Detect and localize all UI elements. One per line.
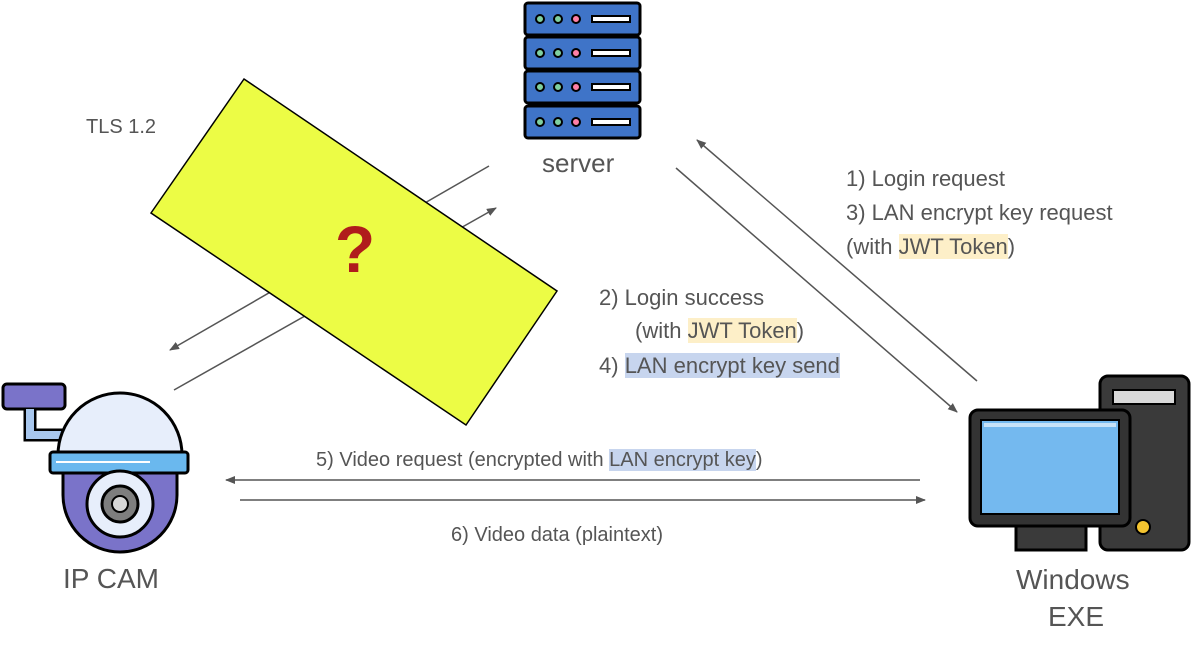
question-mark: ?	[335, 212, 375, 286]
message-4-key-send: 4) LAN encrypt key send	[599, 353, 840, 379]
lan-key-highlight: LAN encrypt key send	[624, 353, 840, 378]
message-3-open: (with	[846, 234, 899, 259]
lan-key-highlight: LAN encrypt key	[609, 449, 756, 471]
jwt-token-highlight: JWT Token	[898, 234, 1008, 259]
arrow-windows-to-server	[696, 139, 978, 382]
message-3-key-request: 3) LAN encrypt key request	[846, 200, 1113, 225]
arrow-server-to-windows	[675, 167, 958, 413]
message-6-video-data: 6) Video data (plaintext)	[451, 524, 663, 546]
server-label: server	[542, 148, 615, 178]
ipcam-label: IP CAM	[63, 563, 159, 594]
message-2-token-line: (with JWT Token)	[635, 318, 804, 344]
message-5-video-request: 5) Video request (encrypted with LAN enc…	[316, 449, 763, 472]
windows-computer-icon	[968, 374, 1191, 552]
message-4-prefix: 4)	[599, 353, 625, 378]
message-3-close: )	[1007, 234, 1016, 259]
jwt-token-highlight: JWT Token	[687, 318, 797, 343]
tls-label: TLS 1.2	[86, 116, 157, 138]
message-5-close: )	[755, 449, 763, 471]
message-3-token-line: (with JWT Token)	[846, 234, 1015, 260]
message-5-prefix: 5) Video request (encrypted with	[316, 449, 610, 471]
message-2-close: )	[796, 318, 805, 343]
message-1-login-request: 1) Login request	[846, 166, 1005, 191]
unknown-protocol-box	[149, 77, 559, 427]
message-2-open: (with	[635, 318, 688, 343]
message-2-login-success: 2) Login success	[599, 285, 765, 310]
ip-camera-icon	[1, 382, 190, 554]
windows-label-line1: Windows	[1016, 564, 1130, 595]
server-icon	[523, 1, 642, 140]
windows-label-line2: EXE	[1048, 601, 1105, 632]
